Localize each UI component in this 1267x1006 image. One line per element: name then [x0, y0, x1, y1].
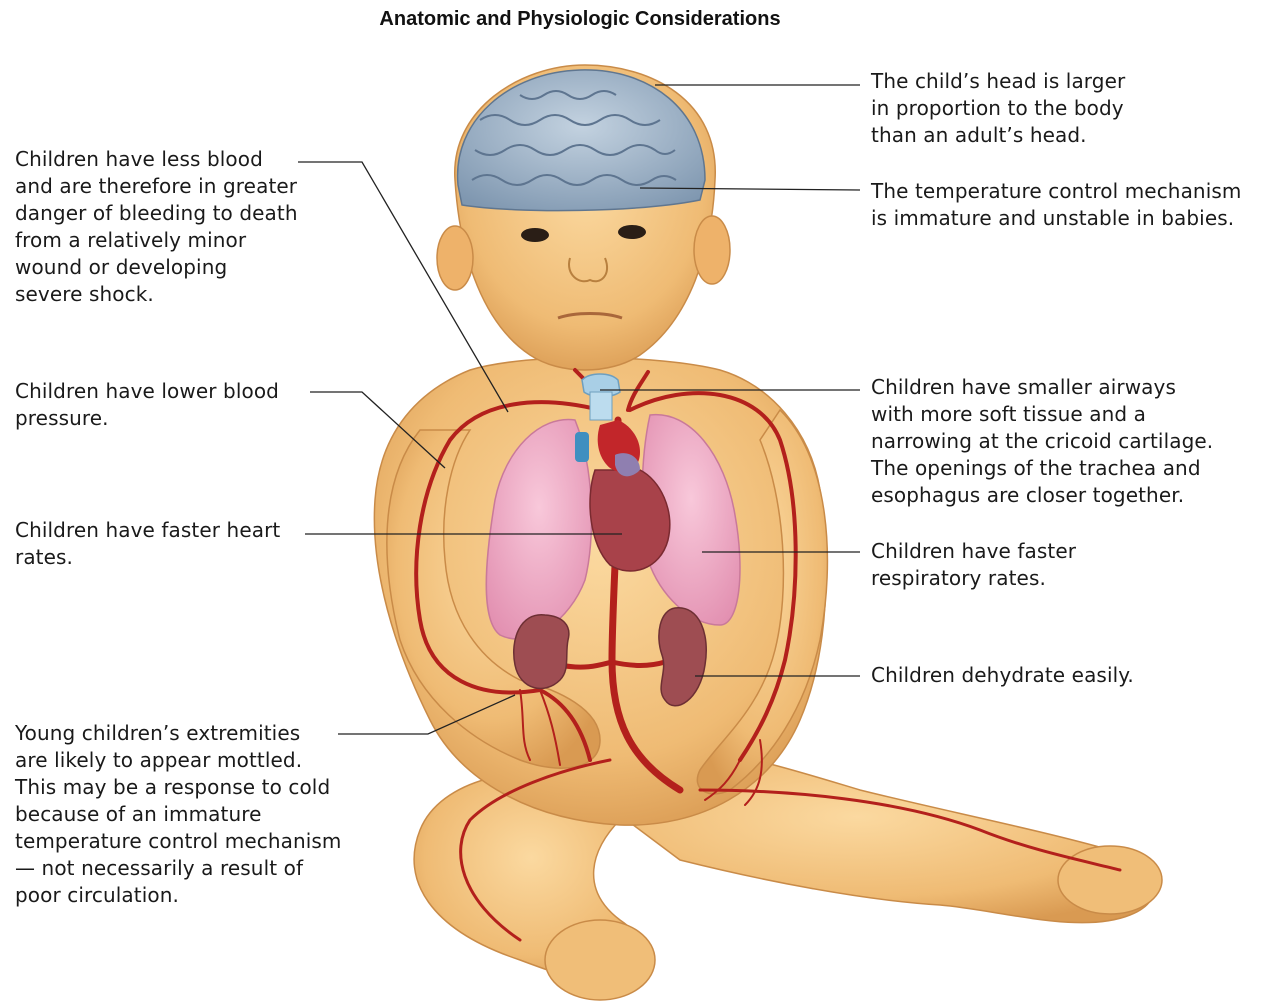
annotation-blood-pressure: Children have lower blood pressure. — [15, 378, 279, 432]
right-ear — [694, 216, 730, 284]
annotation-temperature: The temperature control mechanism is imm… — [871, 178, 1241, 232]
annotation-airways: Children have smaller airways with more … — [871, 374, 1213, 509]
annotation-head-size: The child’s head is larger in proportion… — [871, 68, 1125, 149]
left-eye — [521, 228, 549, 242]
right-foot — [1058, 846, 1162, 914]
left-kidney — [514, 615, 569, 689]
annotation-less-blood: Children have less blood and are therefo… — [15, 146, 298, 308]
annotation-respiratory: Children have faster respiratory rates. — [871, 538, 1076, 592]
annotation-dehydrate: Children dehydrate easily. — [871, 662, 1134, 689]
annotation-extremities: Young children’s extremities are likely … — [15, 720, 342, 909]
left-ear — [437, 226, 473, 290]
left-foot — [545, 920, 655, 1000]
right-eye — [618, 225, 646, 239]
annotation-heart-rate: Children have faster heart rates. — [15, 517, 280, 571]
